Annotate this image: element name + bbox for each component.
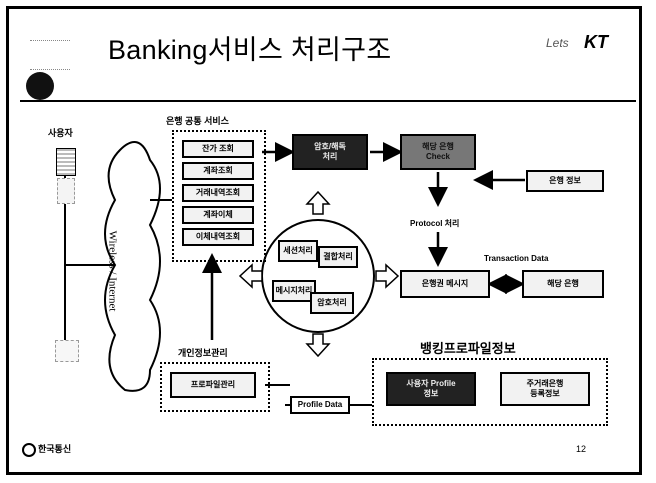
banking-profile-title: 뱅킹프로파일정보 (420, 341, 516, 356)
banking-profile-panel (372, 358, 608, 426)
service-item: 이체내역조회 (182, 228, 254, 246)
encrypt-box: 암호/해독 처리 (292, 134, 368, 170)
bank-check-box: 해당 은행 Check (400, 134, 476, 170)
logo-icon (26, 72, 54, 100)
circle-item-combine: 결합처리 (318, 246, 358, 268)
common-service-title: 은행 공통 서비스 (166, 116, 229, 126)
slide-frame (6, 6, 642, 475)
logo-lines-icon (30, 40, 70, 70)
frequent-bank-box: 주거래은행 등록정보 (500, 372, 590, 406)
profile-mgmt-box: 프로파일관리 (170, 372, 256, 398)
computer-icon (55, 340, 79, 362)
personal-info-label: 개인정보관리 (178, 348, 228, 358)
brand-logo: KT (584, 32, 608, 52)
service-item: 거래내역조회 (182, 184, 254, 202)
circle-item-session: 세션처리 (278, 240, 318, 262)
footer-company: 한국통신 (38, 444, 72, 454)
title-underline (20, 100, 636, 102)
page-title: Banking서비스 처리구조 (108, 35, 392, 65)
circle-item-message: 메시지처리 (272, 280, 316, 302)
phone-icon (57, 178, 75, 204)
profile-data-box: Profile Data (290, 396, 350, 414)
bank-message-box: 은행권 메시지 (400, 270, 490, 298)
company-logo-icon (22, 443, 36, 457)
circle-item-crypto: 암호처리 (310, 292, 354, 314)
profile-mgmt-panel (160, 362, 270, 412)
phone-icon (56, 148, 76, 176)
user-profile-box: 사용자 Profile 정보 (386, 372, 476, 406)
wireless-label: Wireless / Internet (106, 230, 119, 312)
service-item: 계좌조회 (182, 162, 254, 180)
page-number: 12 (576, 444, 587, 454)
transaction-label: Transaction Data (484, 254, 549, 263)
user-label: 사용자 (48, 128, 73, 138)
target-bank-box: 해당 은행 (522, 270, 604, 298)
protocol-label: Protocol 처리 (410, 219, 460, 228)
service-item: 계좌이체 (182, 206, 254, 224)
bank-info-box: 은행 정보 (526, 170, 604, 192)
service-item: 잔가 조회 (182, 140, 254, 158)
brand-script: Lets (546, 36, 569, 50)
common-service-panel (172, 130, 266, 262)
